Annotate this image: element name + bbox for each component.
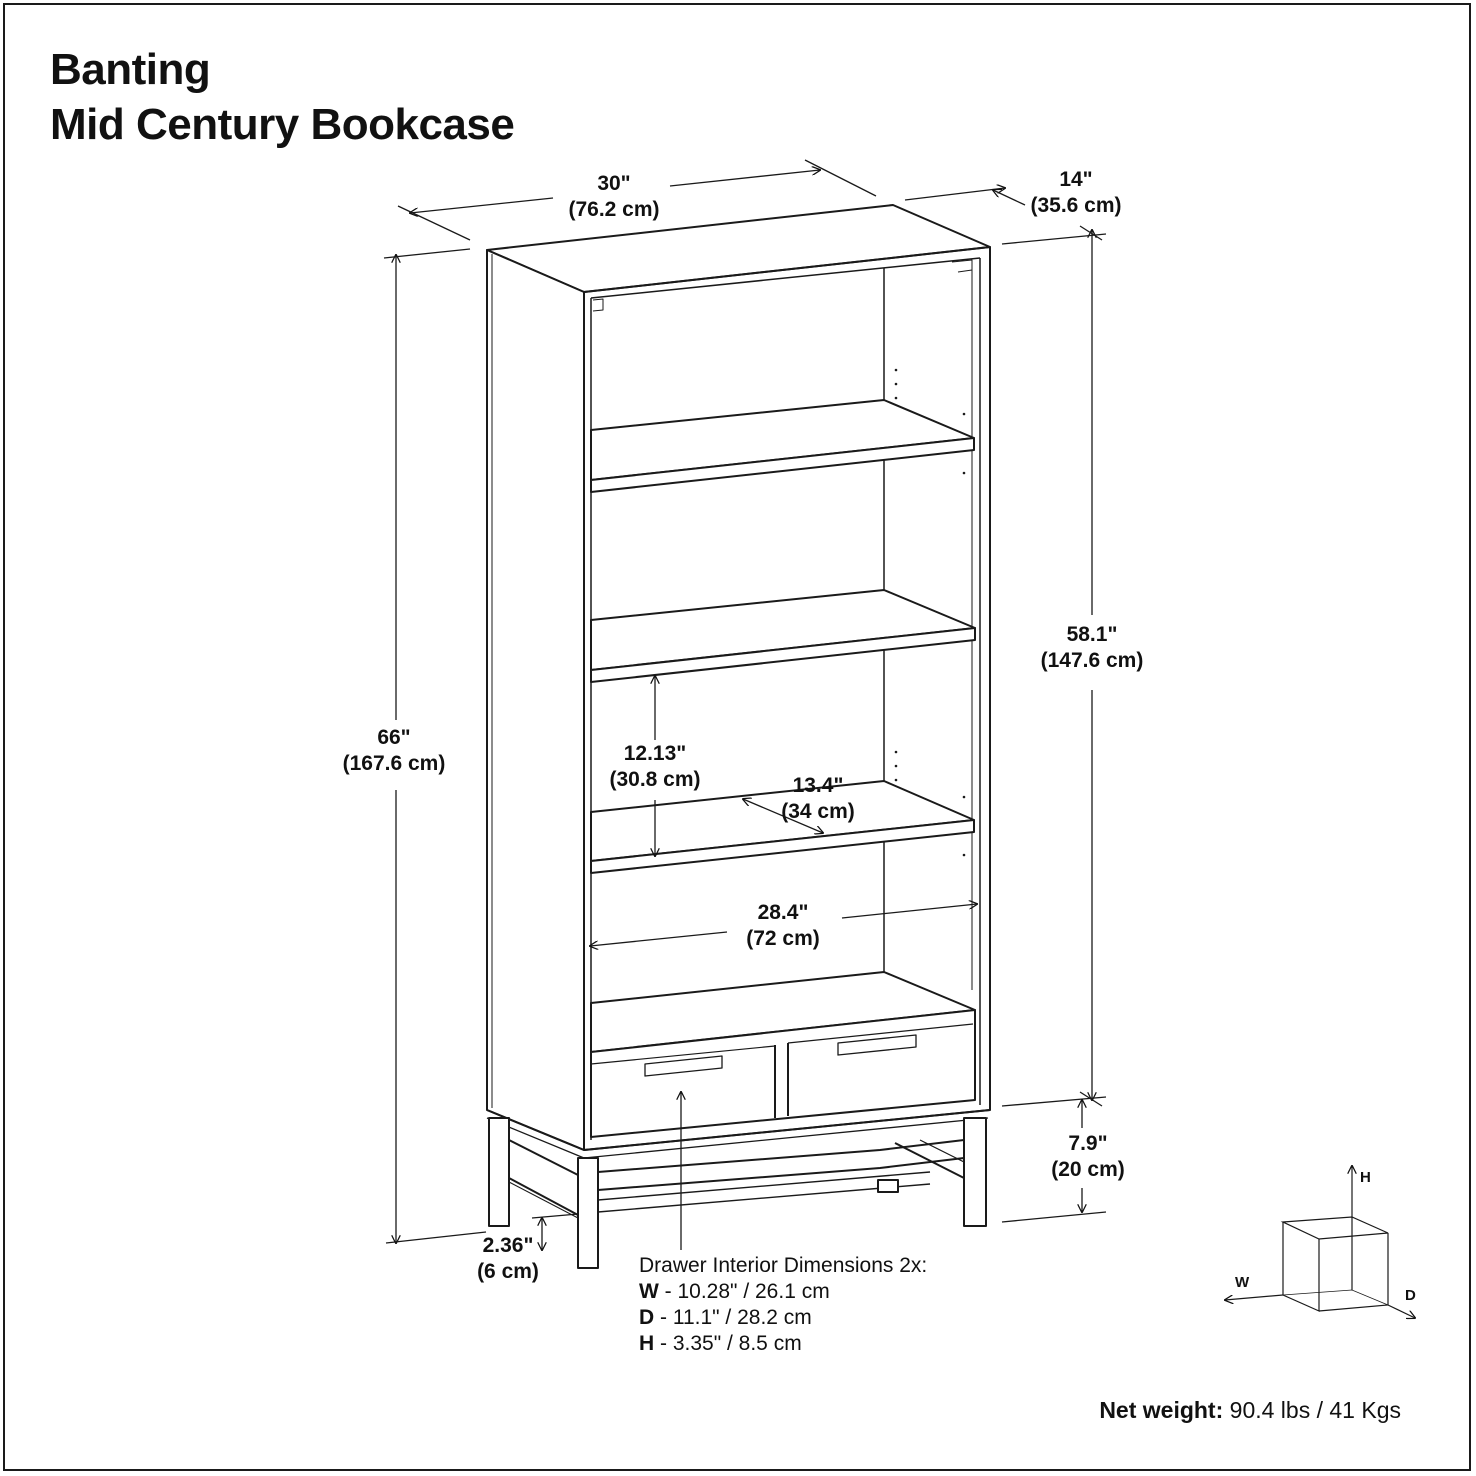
drawer-interior-heading: Drawer Interior Dimensions 2x: <box>639 1254 928 1277</box>
dimension-labels: 30" (76.2 cm) 14" (35.6 cm) 66" (167.6 c… <box>343 168 1144 1283</box>
height-metric-label: (167.6 cm) <box>343 752 446 775</box>
net-weight-value: 90.4 lbs / 41 Kgs <box>1223 1397 1401 1423</box>
width-label: 30" <box>597 172 630 195</box>
inner-width-metric-label: (72 cm) <box>746 927 820 950</box>
drawer-interior-dimensions: Drawer Interior Dimensions 2x: W - 10.28… <box>639 1253 927 1357</box>
body-height-dimension-line <box>1001 225 1107 1107</box>
leg-clearance-metric-label: (6 cm) <box>477 1260 539 1283</box>
base-height-dimension-line <box>1001 1100 1107 1223</box>
axis-d-label: D <box>1405 1287 1416 1304</box>
inner-width-label: 28.4" <box>758 901 809 924</box>
product-name-title: Mid Century Bookcase <box>50 100 515 149</box>
shelf-depth-metric-label: (34 cm) <box>781 800 855 823</box>
drawer-depth-value: - 11.1" / 28.2 cm <box>654 1306 812 1329</box>
axis-h-label: H <box>1360 1169 1371 1186</box>
depth-label: 14" <box>1059 168 1092 191</box>
width-dimension-line <box>397 159 877 241</box>
axis-w-label: W <box>1235 1274 1250 1291</box>
leg-clearance-dimension-line <box>531 1213 579 1250</box>
bookcase-body <box>486 204 991 1269</box>
base-height-metric-label: (20 cm) <box>1051 1158 1125 1181</box>
shelf-depth-label: 13.4" <box>793 774 844 797</box>
depth-metric-label: (35.6 cm) <box>1030 194 1121 217</box>
drawer-depth-row: D - 11.1" / 28.2 cm <box>639 1305 927 1331</box>
drawer-width-key: W <box>639 1280 659 1303</box>
body-height-label: 58.1" <box>1067 623 1118 646</box>
leg-clearance-label: 2.36" <box>483 1234 534 1257</box>
body-height-metric-label: (147.6 cm) <box>1041 649 1144 672</box>
shelf-height-metric-label: (30.8 cm) <box>609 768 700 791</box>
shelf-height-label: 12.13" <box>624 742 687 765</box>
product-brand-title: Banting <box>50 45 211 94</box>
height-label: 66" <box>377 726 410 749</box>
drawer-width-row: W - 10.28" / 26.1 cm <box>639 1279 927 1305</box>
diagram-frame <box>3 3 1471 1471</box>
net-weight: Net weight: 90.4 lbs / 41 Kgs <box>1099 1397 1401 1424</box>
height-dimension-line <box>383 248 487 1243</box>
width-metric-label: (76.2 cm) <box>568 198 659 221</box>
shelf-depth-dimension-line <box>743 799 823 833</box>
shelf-pin-holes <box>894 368 966 857</box>
net-weight-label: Net weight: <box>1099 1397 1224 1423</box>
drawer-depth-key: D <box>639 1306 655 1329</box>
drawer-height-key: H <box>639 1332 655 1355</box>
inner-width-dimension-line <box>590 904 977 946</box>
drawer-width-value: - 10.28" / 26.1 cm <box>658 1280 830 1303</box>
drawer-height-row: H - 3.35" / 8.5 cm <box>639 1331 927 1357</box>
axis-orientation-cube: H W D <box>1225 1166 1416 1318</box>
depth-dimension-line <box>904 188 1026 206</box>
drawer-height-value: - 3.35" / 8.5 cm <box>654 1332 802 1355</box>
base-height-label: 7.9" <box>1068 1132 1107 1155</box>
